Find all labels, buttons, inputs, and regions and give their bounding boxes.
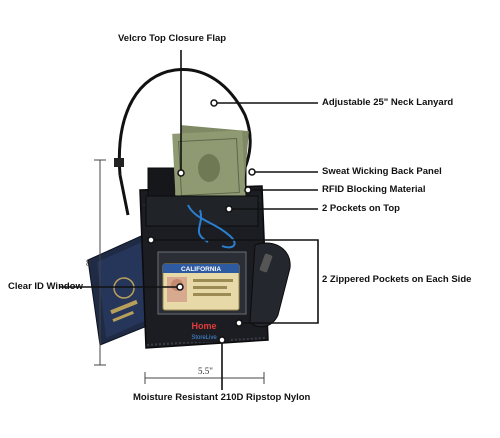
label-neck-lanyard: Adjustable 25" Neck Lanyard — [322, 97, 454, 108]
lanyard-adjuster — [114, 158, 124, 167]
height-dimension — [94, 159, 106, 366]
neck-lanyard — [117, 67, 252, 186]
side-pocket-zipper-pull — [259, 253, 273, 273]
brand-line1: Home — [191, 321, 216, 331]
side-pocket — [249, 242, 291, 328]
label-velcro-flap: Velcro Top Closure Flap — [118, 33, 227, 44]
zipper-cord — [187, 204, 236, 249]
lanyard-strap-left — [118, 174, 130, 216]
label-zippered-pockets: 2 Zippered Pockets on Each Side — [322, 274, 472, 285]
id-card — [162, 263, 240, 311]
width-dimension — [144, 372, 265, 384]
label-sweat-panel: Sweat Wicking Back Panel — [322, 166, 442, 177]
callout-lines — [60, 50, 319, 390]
brand-line2: StoreLive — [191, 335, 217, 341]
label-ripstop-nylon: Moisture Resistant 210D Ripstop Nylon — [133, 392, 311, 403]
label-rfid: RFID Blocking Material — [322, 184, 426, 195]
dimension-width-label: 5.5" — [196, 366, 215, 376]
label-clear-id: Clear ID Window — [8, 281, 83, 292]
cash-bills — [172, 125, 249, 204]
id-card-state: CALIFORNIA — [181, 266, 221, 273]
dimension-height-label: 8" — [86, 258, 95, 268]
label-pockets-top: 2 Pockets on Top — [322, 203, 400, 214]
top-pocket — [145, 195, 259, 227]
callout-dots — [147, 99, 256, 344]
